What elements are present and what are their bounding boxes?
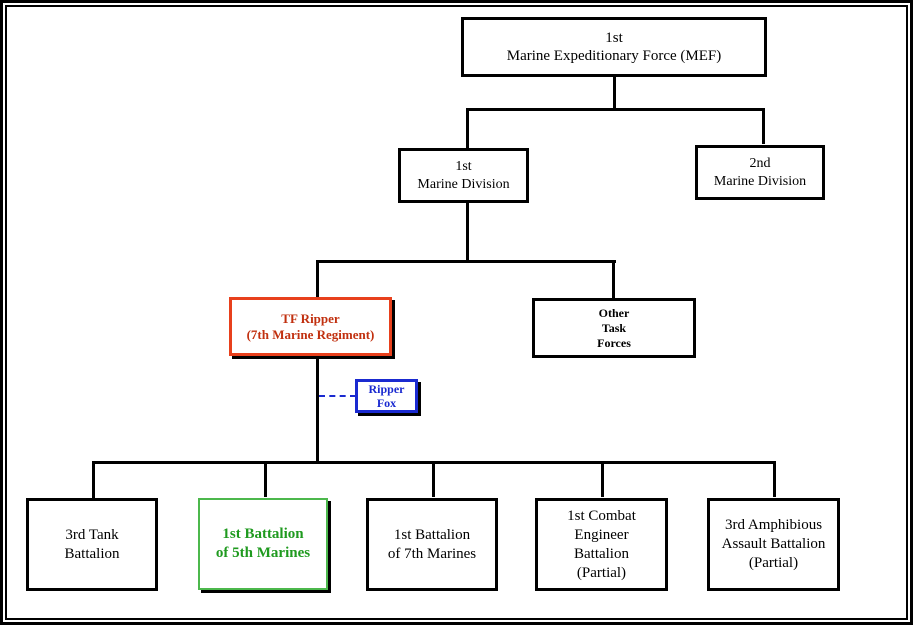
connector-other-up: [612, 260, 615, 298]
node-1st-bn-7th-marines-label: 1st Battalion of 7th Marines: [387, 526, 477, 562]
connector-ripper-fox-dashed: [319, 395, 356, 397]
node-2nd-marine-division[interactable]: 2nd Marine Division: [695, 145, 825, 200]
connector-mef-bar: [466, 108, 765, 111]
connector-div1-up: [466, 108, 469, 150]
connector-div1-down: [466, 202, 469, 262]
connector-tank3-up: [92, 461, 95, 499]
node-1st-bn-5th-marines-label: 1st Battalion of 5th Marines: [215, 526, 311, 561]
inner-frame: [5, 5, 908, 620]
connector-tf-down: [316, 358, 319, 463]
node-tf-ripper[interactable]: TF Ripper (7th Marine Regiment): [229, 297, 392, 356]
node-1st-marine-division-label: 1st Marine Division: [417, 158, 510, 192]
node-ripper-fox[interactable]: Ripper Fox: [355, 379, 418, 413]
node-1st-marine-division[interactable]: 1st Marine Division: [398, 148, 529, 203]
node-3rd-amphibious-assault-bn[interactable]: 3rd Amphibious Assault Battalion (Partia…: [707, 498, 840, 591]
node-ripper-fox-label: Ripper Fox: [368, 382, 405, 410]
connector-mef-down: [613, 76, 616, 110]
node-1st-bn-5th-marines[interactable]: 1st Battalion of 5th Marines: [198, 498, 328, 590]
connector-div2-up: [762, 108, 765, 144]
node-2nd-marine-division-label: 2nd Marine Division: [713, 155, 807, 189]
node-other-task-forces-label: Other Task Forces: [597, 305, 631, 350]
connector-aab3-up: [773, 461, 776, 497]
node-mef[interactable]: 1st Marine Expeditionary Force (MEF): [461, 17, 767, 77]
node-1st-combat-engineer-bn-label: 1st Combat Engineer Battalion (Partial): [567, 507, 636, 581]
node-3rd-tank-battalion-label: 3rd Tank Battalion: [64, 526, 120, 562]
node-mef-label: 1st Marine Expeditionary Force (MEF): [506, 30, 722, 64]
node-tf-ripper-label: TF Ripper (7th Marine Regiment): [246, 310, 375, 342]
connector-bn15-up: [264, 461, 267, 497]
node-1st-combat-engineer-bn[interactable]: 1st Combat Engineer Battalion (Partial): [535, 498, 668, 591]
node-3rd-tank-battalion[interactable]: 3rd Tank Battalion: [26, 498, 158, 591]
node-3rd-amphibious-assault-bn-label: 3rd Amphibious Assault Battalion (Partia…: [721, 517, 826, 571]
connector-ceb1-up: [601, 461, 604, 497]
connector-div1-bar: [316, 260, 616, 263]
node-other-task-forces[interactable]: Other Task Forces: [532, 298, 696, 358]
connector-bn17-up: [432, 461, 435, 497]
node-1st-bn-7th-marines[interactable]: 1st Battalion of 7th Marines: [366, 498, 498, 591]
connector-tf-up: [316, 260, 319, 298]
